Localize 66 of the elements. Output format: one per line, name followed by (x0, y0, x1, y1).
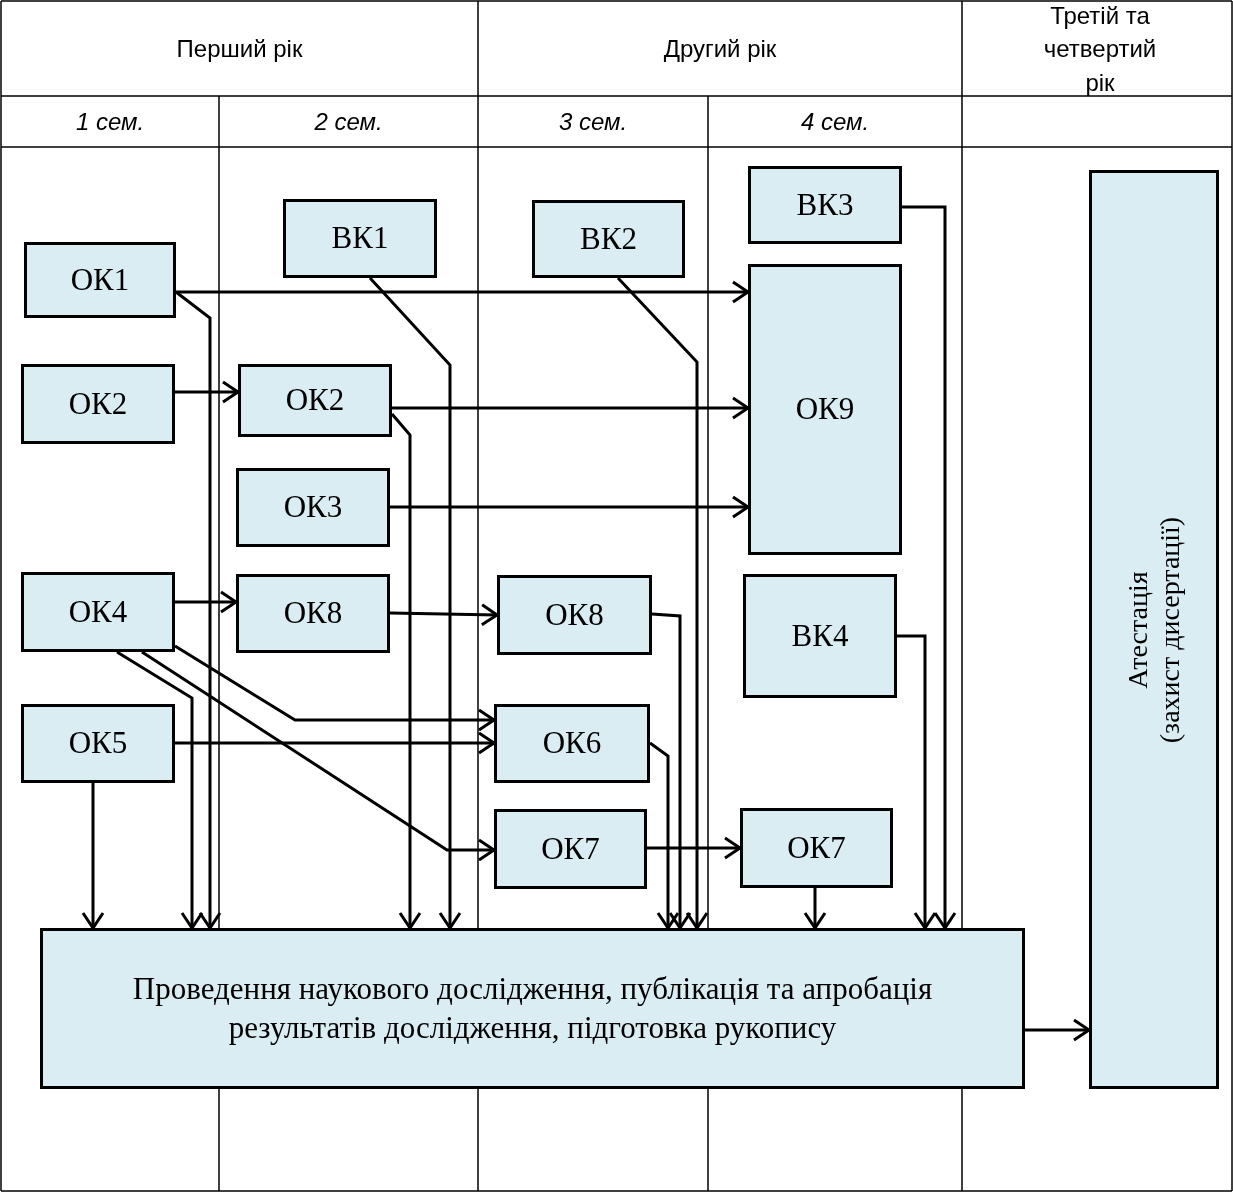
box-label: Проведення наукового дослідження, публікація та апробація результатів дослідження, підготовка рукопису (131, 969, 934, 1047)
arrow (176, 280, 750, 304)
year-header: Третій та четвертий рік (1042, 0, 1158, 98)
process-box (40, 928, 1025, 1089)
box-label: ВК4 (791, 616, 849, 655)
box-label: ОК7 (541, 829, 600, 868)
box-label: ОК7 (787, 828, 846, 867)
arrow (368, 277, 462, 930)
box-label: ОК5 (68, 724, 128, 763)
semester-header: 1 сем. (75, 106, 145, 137)
vertical-stage-box (1089, 170, 1219, 1089)
arrow (175, 590, 238, 614)
box-label: ОК3 (283, 488, 343, 527)
box-label: ОК4 (68, 592, 128, 631)
process-box (21, 364, 175, 444)
arrow (616, 276, 709, 930)
process-box (748, 166, 902, 244)
process-box (497, 575, 652, 655)
arrow (175, 290, 222, 930)
box-label: ВК2 (580, 219, 637, 258)
process-box (238, 364, 392, 437)
arrow (897, 634, 937, 930)
arrow (116, 650, 204, 930)
semester-header: 3 сем. (558, 106, 628, 137)
box-label: ОК8 (283, 594, 343, 633)
arrow (647, 836, 742, 860)
year-header: Перший рік (176, 34, 303, 65)
box-label: ВК1 (331, 219, 389, 258)
box-label: ОК1 (70, 260, 130, 299)
arrow (141, 650, 496, 862)
semester-header: 4 сем. (800, 106, 870, 137)
arrow (389, 603, 499, 627)
arrow (651, 612, 692, 930)
box-label: (захист дисертації) (1154, 516, 1186, 743)
arrow (649, 741, 680, 930)
box-label: ОК8 (545, 595, 604, 634)
semester-header: 2 сем. (314, 106, 383, 137)
process-box (494, 704, 650, 783)
arrow (390, 495, 750, 519)
arrow (902, 205, 957, 930)
box-label: ВК3 (796, 185, 854, 224)
arrow (1025, 1018, 1091, 1042)
process-box (743, 574, 897, 698)
arrow (81, 783, 105, 930)
process-box (532, 200, 685, 278)
arrow (392, 396, 750, 420)
process-box (21, 572, 175, 652)
arrow (175, 380, 240, 404)
box-label: ОК2 (68, 384, 128, 423)
process-box (236, 574, 390, 653)
year-header: Другий рік (663, 34, 777, 65)
arrow (175, 731, 496, 755)
box-label: ОК6 (542, 724, 602, 763)
arrow (174, 644, 496, 732)
process-box (21, 704, 175, 783)
arrow (803, 888, 827, 930)
box-label: ОК9 (795, 390, 855, 429)
process-box (740, 808, 893, 888)
process-box (748, 264, 902, 555)
process-box (24, 242, 176, 318)
box-label: Атестація (1121, 570, 1154, 689)
process-box (236, 468, 390, 547)
process-box (283, 199, 437, 278)
arrow (390, 413, 422, 930)
process-box (494, 809, 647, 889)
box-label: ОК2 (285, 381, 345, 420)
